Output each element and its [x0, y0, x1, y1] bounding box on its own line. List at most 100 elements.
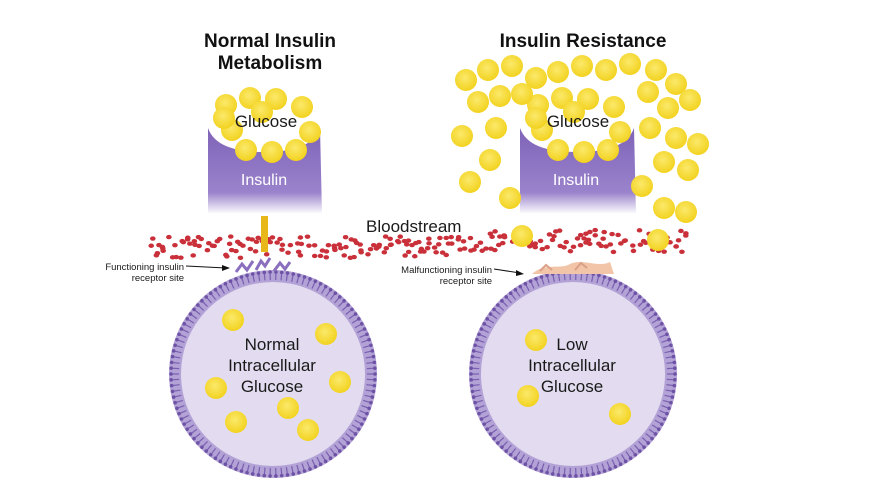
glucose-molecule [657, 97, 679, 119]
red-blood-cell [205, 240, 212, 246]
glucose-molecule [665, 73, 687, 95]
red-blood-cell [609, 231, 615, 237]
glucose-molecule [299, 121, 321, 143]
phospholipid-head [528, 279, 533, 284]
phospholipid-head [337, 449, 342, 453]
red-blood-cell [501, 233, 508, 238]
phospholipid-head [471, 395, 476, 399]
glucose-molecule [653, 197, 675, 219]
phospholipid-head [477, 411, 481, 416]
red-blood-cell [577, 242, 584, 248]
red-blood-cell [598, 243, 605, 249]
phospholipid-head [371, 389, 376, 394]
phospholipid-head [188, 312, 193, 316]
phospholipid-head [500, 445, 504, 449]
phospholipid-head [488, 432, 493, 436]
receptor-label-left: Functioning insulin receptor site [60, 262, 184, 284]
receptor-pointer-right [493, 268, 524, 276]
receptor-pointer-left [185, 265, 230, 271]
phospholipid-head [297, 470, 301, 475]
phospholipid-head [372, 383, 377, 388]
phospholipid-head [482, 422, 486, 426]
red-blood-cell [387, 236, 393, 241]
glucose-molecule [455, 69, 477, 91]
glucose-molecule [573, 141, 595, 163]
phospholipid-head [350, 436, 354, 441]
phospholipid-head [360, 322, 364, 326]
red-blood-cell [274, 240, 280, 245]
glucose-molecule [499, 187, 521, 209]
red-blood-cell [159, 246, 166, 251]
title-normal-line2: Metabolism [217, 53, 323, 74]
phospholipid-head [482, 322, 486, 326]
phospholipid-head [518, 284, 523, 289]
red-blood-cell [457, 247, 463, 252]
red-blood-cell [249, 237, 255, 242]
red-blood-cell [499, 240, 506, 246]
phospholipid-head [360, 422, 364, 426]
phospholipid-head [475, 337, 479, 342]
phospholipid-head [513, 456, 518, 460]
red-blood-cell [150, 236, 156, 241]
red-blood-cell [317, 253, 324, 259]
red-blood-cell [492, 229, 498, 234]
red-blood-cell [240, 243, 246, 248]
phospholipid-head [523, 281, 528, 286]
red-blood-cell [279, 247, 285, 252]
phospholipid-head [291, 472, 296, 476]
red-blood-cell [592, 227, 598, 233]
phospholipid-head [608, 277, 612, 281]
title-normal-line1: Normal Insulin [204, 31, 336, 52]
glucose-molecule [525, 67, 547, 89]
insulin-label-left: Insulin [240, 172, 288, 189]
phospholipid-head [579, 473, 584, 478]
phospholipid-head [662, 417, 667, 421]
red-blood-cell [497, 234, 503, 239]
red-blood-cell [448, 234, 455, 240]
phospholipid-head [637, 295, 642, 299]
phospholipid-head [213, 456, 218, 460]
glucose-molecule [525, 107, 547, 129]
red-blood-cell [226, 241, 233, 247]
phospholipid-head [234, 467, 238, 471]
title-resistance: Insulin Resistance [499, 31, 667, 52]
red-blood-cell [448, 241, 455, 246]
glucose-molecule [645, 59, 667, 81]
red-blood-cell [600, 236, 606, 241]
phospholipid-head [302, 275, 307, 279]
red-blood-cell [673, 244, 679, 249]
glucose-molecule [647, 229, 669, 251]
phospholipid-head [188, 432, 193, 436]
red-blood-cell [279, 242, 286, 248]
red-blood-cell [618, 241, 624, 246]
red-blood-cell [367, 246, 374, 252]
red-blood-cell [336, 242, 343, 247]
insulin-signal-arrow [261, 216, 268, 252]
phospholipid-head [171, 395, 176, 399]
cell-normal [169, 270, 377, 478]
phospholipid-head [633, 291, 638, 296]
glucose-molecule [265, 88, 287, 110]
phospholipid-head [218, 284, 223, 289]
red-blood-cell [424, 246, 431, 251]
red-blood-cell [304, 234, 311, 239]
phospholipid-head [228, 279, 233, 284]
red-blood-cell [204, 248, 211, 253]
red-blood-cell [224, 254, 230, 259]
red-blood-cell [570, 244, 577, 250]
phospholipid-head [302, 469, 307, 473]
red-blood-cell [298, 241, 305, 247]
phospholipid-head [369, 343, 373, 348]
phospholipid-head [373, 372, 377, 376]
red-blood-cell [311, 253, 318, 259]
red-blood-cell [443, 235, 450, 241]
glucose-molecule [511, 83, 533, 105]
phospholipid-head [313, 464, 318, 469]
phospholipid-head [475, 406, 479, 411]
red-blood-cell [295, 249, 302, 254]
phospholipid-head [369, 400, 373, 405]
red-blood-cell [592, 233, 599, 238]
red-blood-cell [601, 229, 608, 235]
phospholipid-head [318, 462, 323, 467]
